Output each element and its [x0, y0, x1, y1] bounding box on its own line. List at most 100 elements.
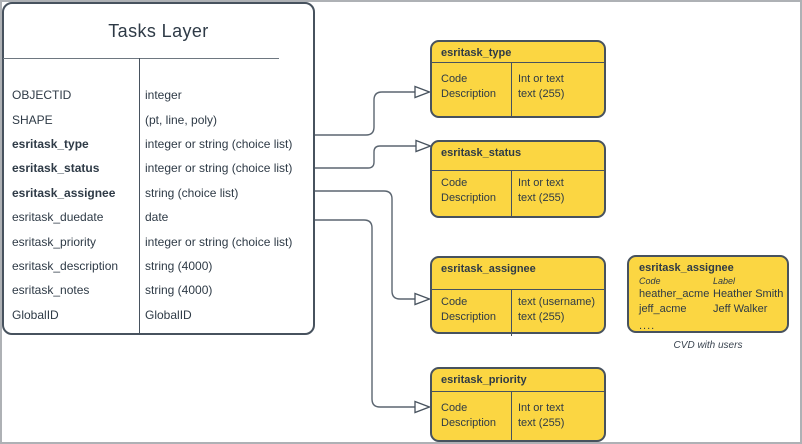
field-name: GlobalID — [12, 307, 59, 322]
field-row-esritask-duedate: esritask_duedate date — [4, 205, 311, 229]
field-row-shape: SHAPE (pt, line, poly) — [4, 107, 311, 131]
domain-table-esritask-assignee: esritask_assignee Code Description text … — [430, 256, 606, 336]
column-divider — [139, 58, 140, 333]
user-label: Heather Smith — [713, 288, 784, 300]
cvd-table-esritask-assignee: esritask_assignee Code Label heather_acm… — [627, 255, 789, 333]
field-rows: OBJECTID integer SHAPE (pt, line, poly) es… — [4, 83, 311, 327]
domain-table-esritask-type: esritask_type Code Description Int or te… — [430, 40, 606, 118]
table-title: Tasks Layer — [108, 20, 209, 41]
cell: text (255) — [518, 88, 565, 100]
cvd-caption: CVD with users — [673, 340, 743, 351]
field-name: esritask_duedate — [12, 210, 104, 225]
field-name: esritask_assignee — [12, 185, 116, 200]
cell: text (username) — [518, 296, 596, 308]
field-name: esritask_notes — [12, 283, 90, 298]
column-header-label: Label — [713, 276, 736, 286]
field-row-esritask-notes: esritask_notes string (4000) — [4, 278, 311, 302]
header-divider — [430, 289, 606, 290]
domain-table-body: Code Description Int or text text (255) — [432, 391, 604, 441]
code-column: Code Description — [441, 401, 496, 431]
cell: Code — [441, 73, 468, 85]
column-divider — [511, 62, 512, 117]
domain-table-body: Code Description Int or text text (255) — [432, 62, 604, 117]
cell: Int or text — [518, 177, 564, 189]
field-type: GlobalID — [145, 307, 192, 322]
ellipsis: .... — [639, 320, 656, 332]
field-type: date — [145, 210, 169, 225]
column-divider — [511, 289, 512, 336]
field-row-objectid: OBJECTID integer — [4, 83, 311, 107]
arrowhead-icon — [414, 400, 432, 414]
type-column: text (username) text (255) — [518, 295, 595, 325]
cell: Description — [441, 417, 497, 429]
field-type: string (4000) — [145, 283, 213, 298]
connector-esritask-type — [315, 91, 415, 136]
cell: Description — [441, 88, 497, 100]
user-label: Jeff Walker — [713, 303, 768, 315]
domain-table-esritask-priority: esritask_priority Code Description Int o… — [430, 367, 606, 442]
title-divider — [3, 58, 279, 59]
cvd-table-title: esritask_assignee — [639, 262, 734, 274]
cvd-user-row: heather_acme Heather Smith — [639, 287, 784, 302]
domain-table-body: Code Description text (username) text (2… — [432, 289, 604, 336]
header-divider — [430, 391, 606, 392]
domain-table-body: Code Description Int or text text (255) — [432, 170, 604, 217]
column-divider — [511, 170, 512, 217]
field-type: integer or string (choice list) — [145, 136, 293, 151]
type-column: Int or text text (255) — [518, 401, 564, 431]
connector-esritask-assignee — [315, 190, 415, 300]
cvd-column-headers: Code Label — [639, 275, 781, 287]
field-type: integer — [145, 88, 182, 103]
field-type: integer or string (choice list) — [145, 234, 293, 249]
column-divider — [511, 391, 512, 441]
cell: Int or text — [518, 402, 564, 414]
field-row-esritask-description: esritask_description string (4000) — [4, 254, 311, 278]
header-divider — [430, 170, 606, 171]
tasks-layer-table: Tasks Layer OBJECTID integer SHAPE (pt, li… — [2, 2, 315, 335]
cvd-user-row: jeff_acme Jeff Walker — [639, 302, 781, 317]
code-column: Code Description — [441, 295, 496, 325]
cell: Code — [441, 402, 468, 414]
field-type: integer or string (choice list) — [145, 161, 293, 176]
arrowhead-icon — [414, 85, 432, 99]
field-name: OBJECTID — [12, 88, 72, 103]
field-name: esritask_type — [12, 136, 89, 151]
type-column: Int or text text (255) — [518, 176, 564, 206]
field-name: esritask_description — [12, 258, 119, 273]
field-type: string (4000) — [145, 258, 213, 273]
code-column: Code Description — [441, 176, 496, 206]
arrowhead-icon — [415, 139, 433, 153]
domain-table-title: esritask_priority — [441, 374, 527, 386]
type-column: Int or text text (255) — [518, 72, 564, 102]
field-type: (pt, line, poly) — [145, 112, 218, 127]
connector-esritask-priority — [315, 219, 415, 408]
code-column: Code Description — [441, 72, 496, 102]
user-code: heather_acme — [639, 288, 710, 300]
field-row-esritask-assignee: esritask_assignee string (choice list) — [4, 181, 311, 205]
cell: Int or text — [518, 73, 564, 85]
field-row-esritask-status: esritask_status integer or string (choice… — [4, 156, 311, 180]
cell: text (255) — [518, 192, 565, 204]
field-name: SHAPE — [12, 112, 53, 127]
user-code: jeff_acme — [639, 303, 687, 315]
column-header-code: Code — [639, 276, 661, 286]
field-row-esritask-type: esritask_type integer or string (choice l… — [4, 132, 311, 156]
connector-esritask-status — [315, 145, 416, 169]
field-row-globalid: GlobalID GlobalID — [4, 303, 311, 327]
cell: Description — [441, 192, 497, 204]
domain-table-title: esritask_type — [441, 47, 512, 59]
domain-table-title: esritask_assignee — [441, 263, 536, 275]
cell: Description — [441, 311, 497, 323]
field-name: esritask_priority — [12, 234, 97, 249]
field-row-esritask-priority: esritask_priority integer or string (choi… — [4, 229, 311, 253]
cell: Code — [441, 177, 468, 189]
arrowhead-icon — [414, 292, 432, 306]
header-divider — [430, 62, 606, 63]
cell: Code — [441, 296, 468, 308]
field-type: string (choice list) — [145, 185, 239, 200]
cell: text (255) — [518, 311, 565, 323]
field-name: esritask_status — [12, 161, 100, 176]
domain-table-title: esritask_status — [441, 147, 522, 159]
cell: text (255) — [518, 417, 565, 429]
